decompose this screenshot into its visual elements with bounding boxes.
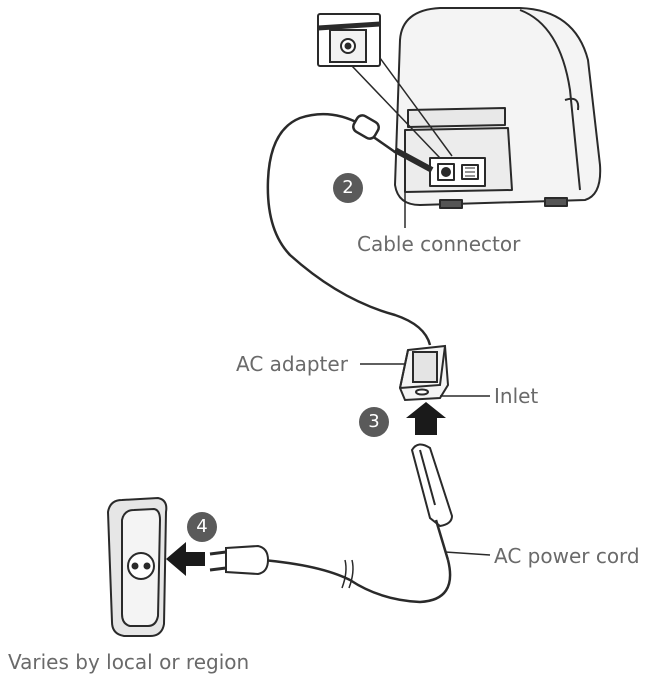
- push-arrow-icon: [166, 542, 205, 576]
- push-arrow-icon: [406, 402, 446, 435]
- inlet-label: Inlet: [494, 384, 539, 408]
- ac-adapter-label: AC adapter: [236, 352, 348, 376]
- ac-adapter-icon: [398, 344, 450, 402]
- wall-socket-icon: [106, 496, 168, 637]
- ac-power-cord: [261, 558, 452, 604]
- power-cord-leader: [444, 551, 491, 556]
- step-4-badge: 4: [187, 512, 217, 542]
- step-2-badge: 2: [333, 173, 363, 203]
- cable-connector-label: Cable connector: [357, 232, 521, 256]
- dc-jack-icon: [317, 13, 453, 159]
- plug-icon: [209, 544, 270, 576]
- step-3-badge: 3: [359, 407, 389, 437]
- printer-icon: [394, 7, 602, 209]
- ac-power-cord-label: AC power cord: [494, 544, 640, 568]
- dc-cable: [266, 112, 434, 346]
- footnote-label: Varies by local or region: [8, 650, 250, 674]
- cord-plug-end: [410, 443, 454, 561]
